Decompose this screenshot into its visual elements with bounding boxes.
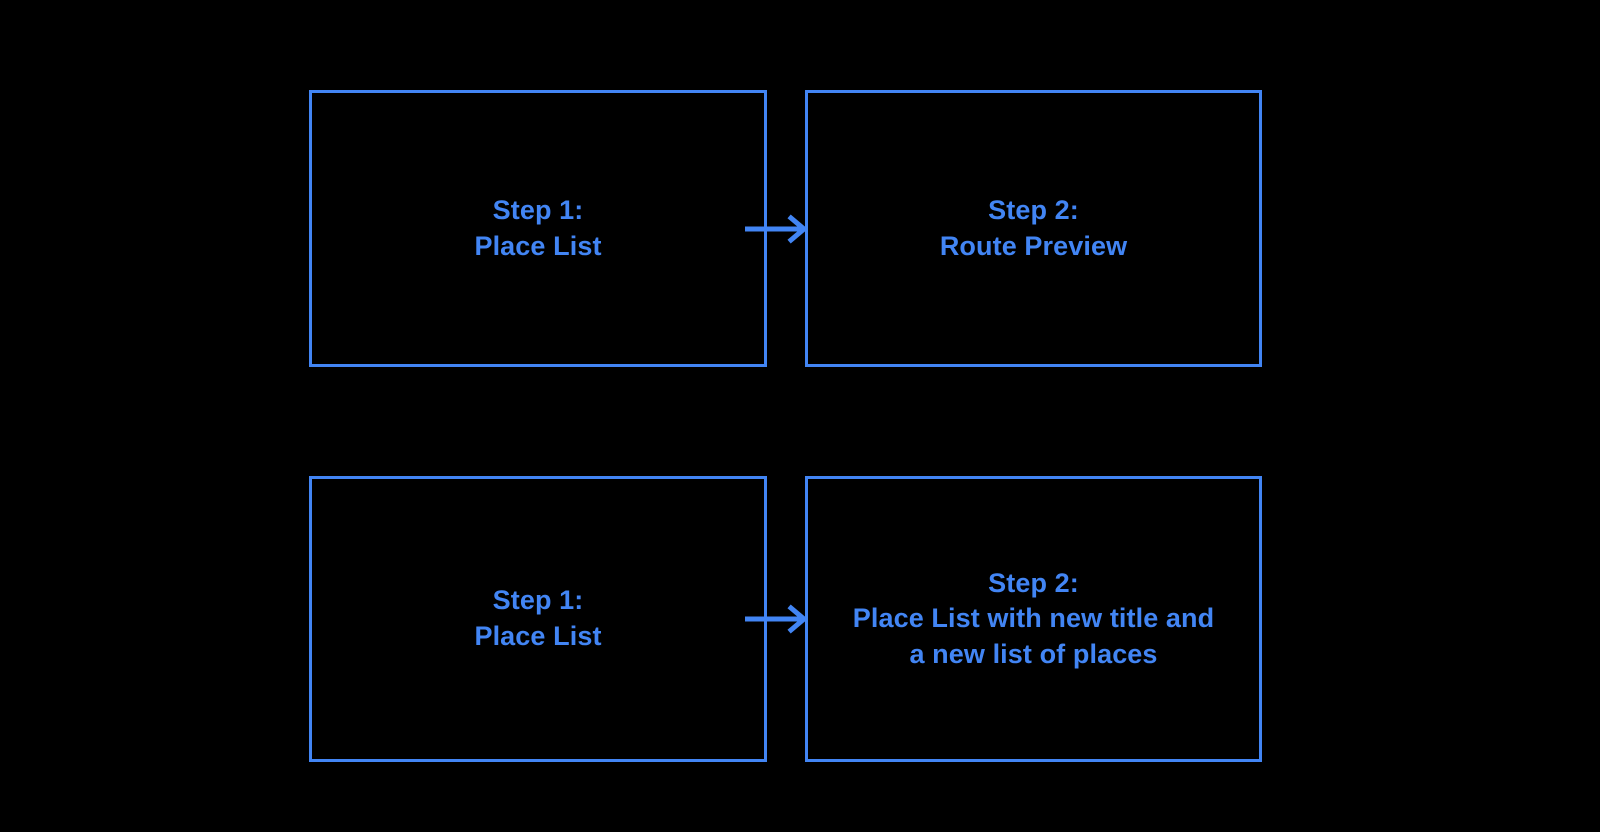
flow-box-step-2-new-place-list[interactable]: Step 2: Place List with new title and a … — [805, 476, 1262, 762]
flow-box-label: Step 1: Place List — [474, 194, 602, 261]
flow-box-label: Step 2: Route Preview — [939, 194, 1128, 261]
flow-box-label: Step 2: Place List with new title and a … — [852, 567, 1215, 669]
flow-box-step-2-route-preview[interactable]: Step 2: Route Preview — [805, 90, 1262, 367]
arrow-right-icon — [745, 604, 808, 634]
arrow-right-icon — [745, 213, 808, 244]
flow-row-route-preview: Step 1: Place List Step 2: Route Preview — [0, 90, 1600, 367]
flow-box-step-1-place-list-bottom[interactable]: Step 1: Place List — [309, 476, 767, 762]
flow-box-step-1-place-list-top[interactable]: Step 1: Place List — [309, 90, 767, 367]
flow-box-label: Step 1: Place List — [474, 585, 602, 651]
flow-row-new-place-list: Step 1: Place List Step 2: Place List wi… — [0, 476, 1600, 762]
